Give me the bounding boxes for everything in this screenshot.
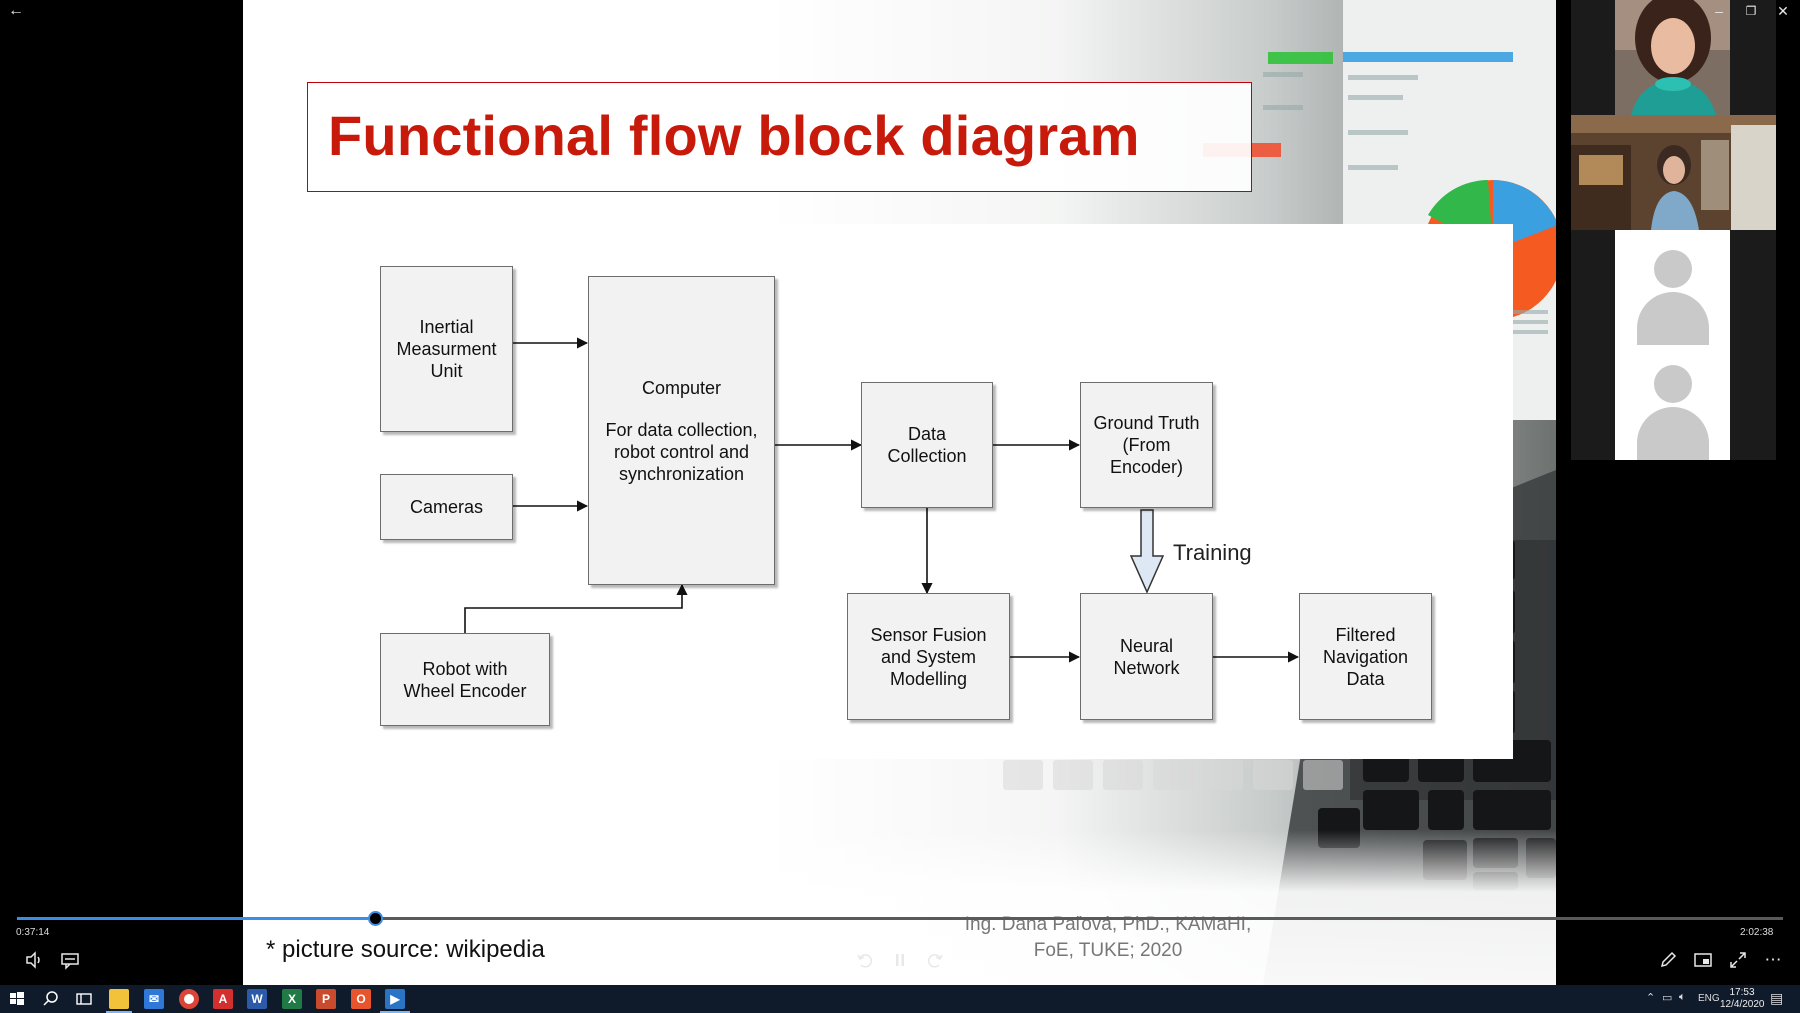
- file-explorer-icon[interactable]: [109, 989, 129, 1009]
- slide-footer-fade: [243, 830, 1556, 985]
- participant-2-video-frame: [1571, 115, 1776, 230]
- network-icon[interactable]: ▭: [1662, 992, 1673, 1004]
- default-avatar-icon: [1615, 345, 1730, 460]
- clock-date[interactable]: 12/4/2020: [1720, 999, 1765, 1010]
- forward-30-icon[interactable]: [922, 947, 948, 973]
- close-icon[interactable]: ✕: [1777, 3, 1789, 19]
- more-options-icon[interactable]: ⋯: [1764, 950, 1782, 969]
- back-arrow-icon[interactable]: ←: [8, 2, 24, 19]
- fullscreen-icon[interactable]: [1725, 947, 1751, 973]
- block-data-collection: Data Collection: [861, 382, 993, 508]
- block-robot: Robot with Wheel Encoder: [380, 633, 550, 726]
- block-ground-truth-label: Ground Truth (From Encoder): [1093, 413, 1200, 477]
- rewind-10-icon[interactable]: [852, 947, 878, 973]
- windows-taskbar: ✉ A W X P O ▶ ⌃ ▭ 🔈︎ ENG 17:53 12/4/2020…: [0, 985, 1800, 1013]
- slide-title-box: Functional flow block diagram: [307, 82, 1252, 192]
- participant-panel: [1571, 0, 1776, 460]
- restore-icon[interactable]: ❐: [1745, 4, 1757, 18]
- shared-slide: Functional flow block diagram Inertial M…: [243, 0, 1556, 985]
- file-explorer-active-indicator: [106, 1011, 132, 1013]
- block-neural-network: Neural Network: [1080, 593, 1213, 720]
- pen-icon[interactable]: [1655, 947, 1681, 973]
- chevron-up-icon[interactable]: ⌃: [1646, 992, 1656, 1004]
- picture-source: * picture source: wikipedia: [266, 936, 545, 963]
- miniplayer-icon[interactable]: [1690, 947, 1716, 973]
- block-cameras-label: Cameras: [409, 497, 484, 517]
- windows-start-icon[interactable]: [6, 988, 28, 1010]
- block-imu-label: Inertial Measurment Unit: [396, 317, 497, 381]
- acrobat-icon[interactable]: A: [213, 989, 233, 1009]
- media-player-active-indicator: [380, 1011, 410, 1013]
- word-icon[interactable]: W: [247, 989, 267, 1009]
- participant-tile-4[interactable]: [1571, 345, 1776, 460]
- block-sensor-fusion-label: Sensor Fusion and System Modelling: [870, 624, 987, 689]
- seek-bar-thumb[interactable]: [368, 911, 384, 926]
- minimize-icon[interactable]: –: [1715, 3, 1723, 19]
- slide-title: Functional flow block diagram: [328, 104, 1140, 167]
- block-imu: Inertial Measurment Unit: [380, 266, 513, 432]
- notifications-icon[interactable]: ▤: [1770, 990, 1784, 1006]
- office-icon[interactable]: O: [351, 989, 371, 1009]
- block-computer-desc: For data collection, robot control and s…: [605, 419, 758, 484]
- block-computer-title: Computer: [641, 377, 722, 398]
- excel-icon[interactable]: X: [282, 989, 302, 1009]
- powerpoint-icon[interactable]: P: [316, 989, 336, 1009]
- volume-icon[interactable]: [21, 947, 47, 973]
- seek-bar-progress: [17, 917, 376, 920]
- block-ground-truth: Ground Truth (From Encoder): [1080, 382, 1213, 508]
- captions-icon[interactable]: [57, 947, 83, 973]
- participant-video-1[interactable]: [1571, 0, 1776, 115]
- block-computer: Computer For data collection, robot cont…: [588, 276, 775, 585]
- block-filtered-navigation: Filtered Navigation Data: [1299, 593, 1432, 720]
- block-data-collection-label: Data Collection: [887, 424, 967, 466]
- task-view-icon[interactable]: [73, 988, 95, 1010]
- pause-icon[interactable]: [887, 947, 913, 973]
- block-neural-network-label: Neural Network: [1113, 635, 1180, 678]
- participant-tile-3[interactable]: [1571, 230, 1776, 345]
- search-icon[interactable]: [40, 988, 62, 1010]
- participant-1-video-frame: [1615, 0, 1730, 115]
- block-robot-label: Robot with Wheel Encoder: [403, 658, 527, 701]
- clock-time[interactable]: 17:53: [1729, 987, 1755, 998]
- total-time: 2:02:38: [1740, 927, 1774, 938]
- chrome-icon[interactable]: [179, 989, 199, 1009]
- block-sensor-fusion: Sensor Fusion and System Modelling: [847, 593, 1010, 720]
- media-player-icon[interactable]: ▶: [385, 989, 405, 1009]
- mail-icon[interactable]: ✉: [144, 989, 164, 1009]
- current-time: 0:37:14: [16, 927, 50, 938]
- default-avatar-icon: [1615, 230, 1730, 345]
- block-cameras: Cameras: [380, 474, 513, 540]
- language-indicator[interactable]: ENG: [1698, 993, 1720, 1004]
- speaker-icon[interactable]: 🔈︎: [1679, 991, 1686, 1003]
- seek-bar[interactable]: [17, 911, 1783, 926]
- block-filtered-navigation-label: Filtered Navigation Data: [1322, 624, 1409, 689]
- participant-video-2[interactable]: [1571, 115, 1776, 230]
- training-label: Training: [1173, 540, 1252, 565]
